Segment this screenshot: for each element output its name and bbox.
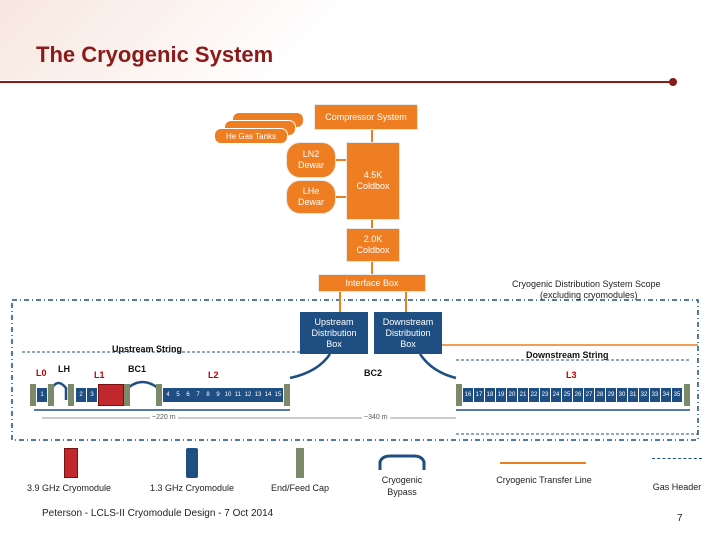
cm13-module: 25 — [562, 388, 572, 402]
legend-gas-header-label: Gas Header — [652, 482, 702, 492]
lhe-dewar: LHe Dewar — [286, 180, 336, 214]
endcap-l3-left — [456, 384, 462, 406]
upstream-string-label: Upstream String — [112, 344, 183, 354]
cm13-module: 16 — [463, 388, 473, 402]
section-l2: L2 — [208, 370, 219, 380]
gas-tank-front: He Gas Tanks — [214, 128, 288, 144]
cm13-module: 10 — [223, 388, 233, 402]
slide-title: The Cryogenic System — [36, 42, 274, 67]
cm13-module: 20 — [507, 388, 517, 402]
endcap-l2-left — [156, 384, 162, 406]
cm13-module: 8 — [203, 388, 213, 402]
title-rule — [0, 81, 672, 83]
legend-cm13-icon — [186, 448, 198, 478]
downstream-distribution-box: Downstream Distribution Box — [374, 312, 442, 354]
cm13-module: 29 — [606, 388, 616, 402]
cm13-module: 34 — [661, 388, 671, 402]
cm13-module: 24 — [551, 388, 561, 402]
cm13-module: 2 — [76, 388, 86, 402]
ln2-dewar: LN2 Dewar — [286, 142, 336, 178]
section-l3: L3 — [566, 370, 577, 380]
cm13-module: 27 — [584, 388, 594, 402]
legend-transfer-label: Cryogenic Transfer Line — [496, 475, 592, 485]
lhe-label: LHe Dewar — [297, 186, 324, 207]
section-lh: LH — [58, 364, 70, 374]
legend-cm39-label: 3.9 GHz Cryomodule — [26, 483, 112, 493]
cm13-module: 30 — [617, 388, 627, 402]
coldbox-45k-label: 4.5K Coldbox — [356, 170, 390, 191]
scope-label: Cryogenic Distribution System Scope — [512, 279, 661, 289]
section-l0: L0 — [36, 368, 47, 378]
cm13-module: 23 — [540, 388, 550, 402]
endcap-l3-right — [684, 384, 690, 406]
cm13-module: 31 — [628, 388, 638, 402]
section-bc1: BC1 — [128, 364, 147, 374]
cm13-module: 9 — [213, 388, 223, 402]
feed-upstream — [289, 353, 332, 380]
header-background — [0, 0, 720, 80]
interface-box: Interface Box — [318, 274, 426, 292]
cm13-module: 6 — [183, 388, 193, 402]
legend-cm39-icon — [64, 448, 78, 478]
distance-right: ~340 m — [362, 414, 390, 421]
legend-transfer-icon — [500, 462, 586, 464]
downstream-box-label: Downstream Distribution Box — [382, 316, 434, 349]
cm13-module: 13 — [253, 388, 263, 402]
legend-gas-header-icon — [652, 458, 702, 459]
endcap-l0-left — [30, 384, 36, 406]
title-rule-dot — [669, 78, 677, 86]
cm13-module: 18 — [485, 388, 495, 402]
coldbox-20k-label: 2.0K Coldbox — [356, 234, 390, 255]
cm13-module: 22 — [529, 388, 539, 402]
endcap-l0-right — [48, 384, 54, 406]
cm13-module: 33 — [650, 388, 660, 402]
cm13-module: 12 — [243, 388, 253, 402]
section-l1: L1 — [94, 370, 105, 380]
legend-endcap-label: End/Feed Cap — [270, 483, 330, 493]
cm13-module: 28 — [595, 388, 605, 402]
endcap-l2-right — [284, 384, 290, 406]
bypass-bc1 — [126, 380, 160, 400]
compressor-system: Compressor System — [314, 104, 418, 130]
cm13-module: 32 — [639, 388, 649, 402]
coldbox-45k: 4.5K Coldbox — [346, 142, 400, 220]
cm13-module: 35 — [672, 388, 682, 402]
cm13-module: 15 — [273, 388, 283, 402]
cm13-module: 19 — [496, 388, 506, 402]
downstream-string-label: Downstream String — [526, 350, 609, 360]
cm13-module: 4 — [163, 388, 173, 402]
endcap-l1-right — [124, 384, 130, 406]
bypass-lh — [50, 381, 68, 400]
upstream-distribution-box: Upstream Distribution Box — [300, 312, 368, 354]
footer-text: Peterson - LCLS-II Cryomodule Design - 7… — [42, 508, 274, 519]
legend-endcap-icon — [296, 448, 304, 478]
feed-downstream — [418, 353, 457, 380]
legend-bypass-icon — [378, 454, 426, 470]
ln2-label: LN2 Dewar — [297, 149, 324, 170]
endcap-l1-left — [68, 384, 74, 406]
cm13-module: 17 — [474, 388, 484, 402]
cm13-module: 26 — [573, 388, 583, 402]
coldbox-20k: 2.0K Coldbox — [346, 228, 400, 262]
legend-bypass-label: Cryogenic Bypass — [381, 475, 423, 497]
cm13-module: 1 — [37, 388, 47, 402]
legend-cm13-label: 1.3 GHz Cryomodule — [149, 483, 235, 493]
compressor-label: Compressor System — [325, 111, 407, 122]
cm13-module: 21 — [518, 388, 528, 402]
cm13-module: 14 — [263, 388, 273, 402]
scope-note: (excluding cryomodules) — [540, 290, 638, 300]
page-number: 7 — [677, 513, 683, 524]
cm13-module: 7 — [193, 388, 203, 402]
scope-boundary — [11, 299, 699, 441]
gas-tanks-label: He Gas Tanks — [225, 131, 277, 141]
cm39-modules — [98, 384, 124, 406]
section-bc2: BC2 — [364, 368, 383, 378]
distance-left: ~220 m — [150, 414, 178, 421]
cm13-module: 5 — [173, 388, 183, 402]
upstream-box-label: Upstream Distribution Box — [311, 316, 357, 349]
cm13-module: 3 — [87, 388, 97, 402]
interface-box-label: Interface Box — [345, 277, 399, 288]
cm13-module: 11 — [233, 388, 243, 402]
